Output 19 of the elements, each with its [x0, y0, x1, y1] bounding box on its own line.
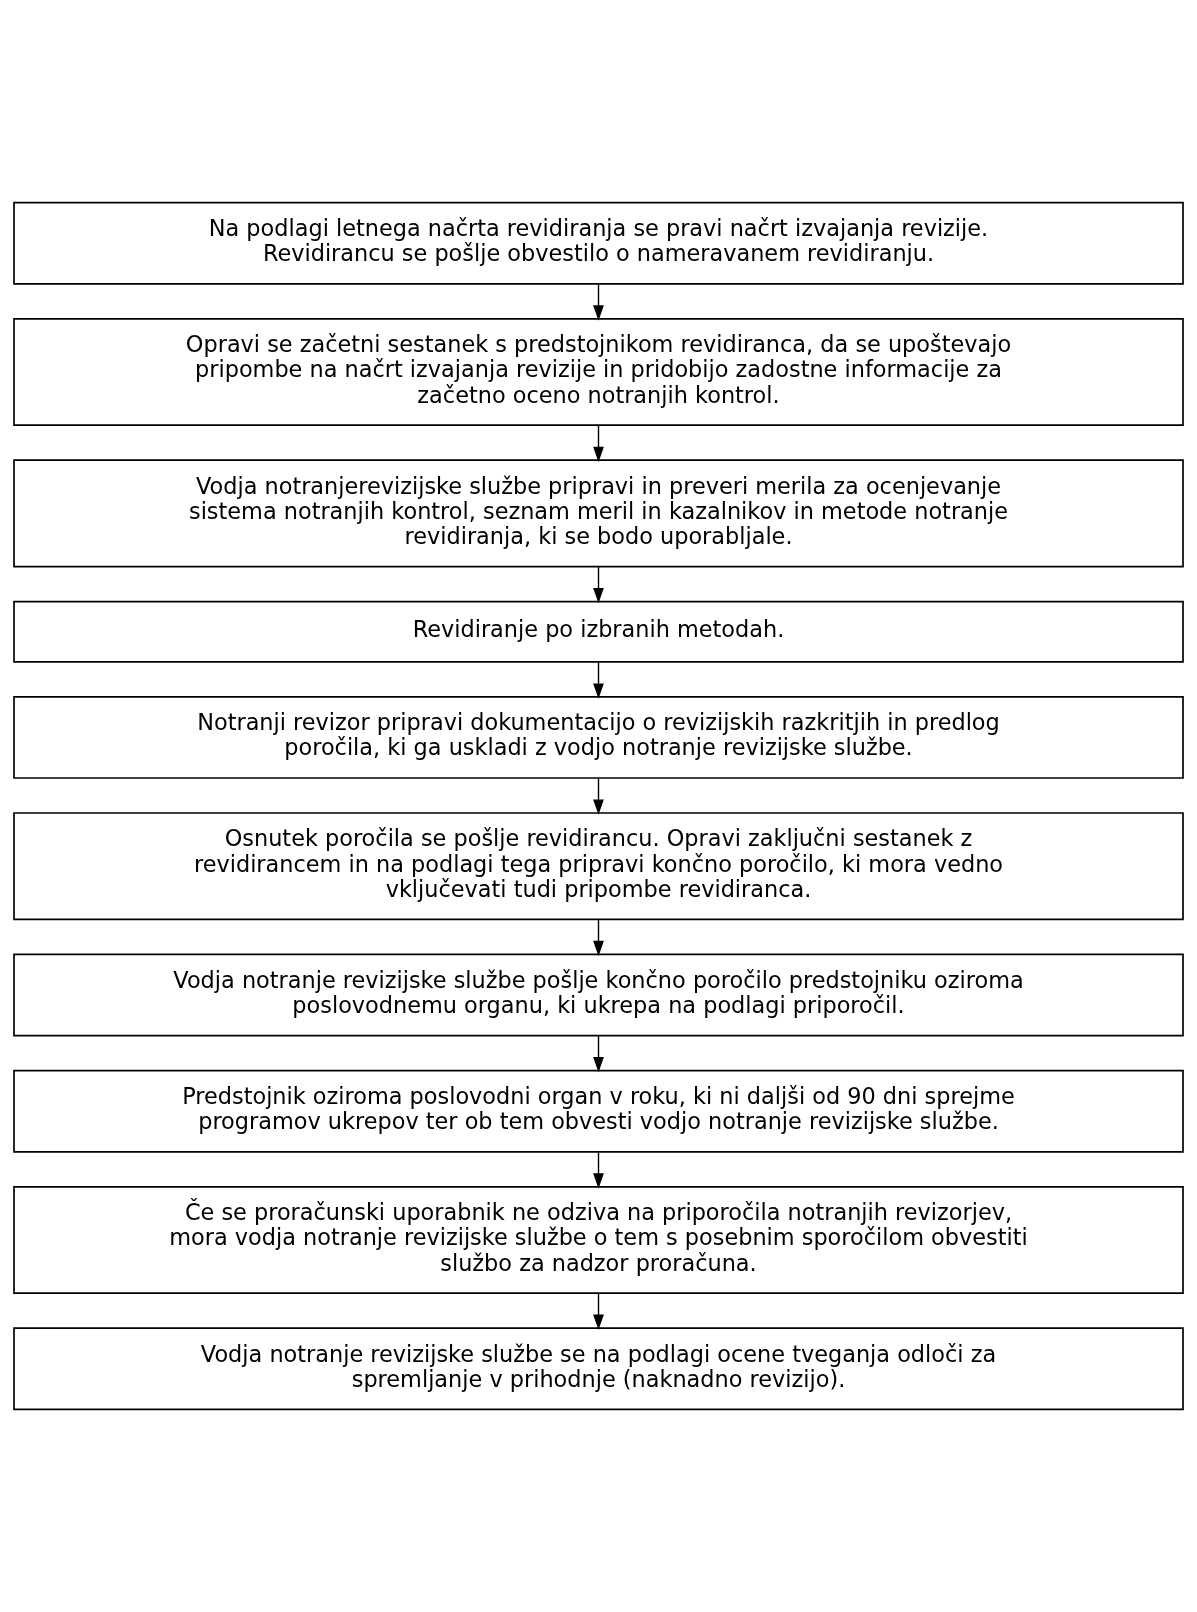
arrow: [593, 777, 604, 815]
node-box: Če se proračunski uporabnik ne odziva na priporočila notranjih revizorjev, mora vodja notranje revizijske službe o tem s posebnim sporočilom obvestiti službo za nadzor proračuna.: [13, 1185, 1184, 1295]
node-box: Revidiranje po izbranih metodah.: [13, 600, 1184, 663]
arrow: [593, 1292, 604, 1330]
node-box: Predstojnik oziroma poslovodni organ v roku, ki ni daljši od 90 dni sprejme programov ukrepov ter ob tem obvesti vodjo notranje revizijske službe.: [13, 1069, 1184, 1153]
node-box: Na podlagi letnega načrta revidiranja se pravi načrt izvajanja revizije. Revidirancu se pošlje obvestilo o nameravanem revidiranju.: [13, 201, 1184, 285]
arrow: [593, 661, 604, 699]
arrow: [593, 424, 604, 463]
node-box: Opravi se začetni sestanek s predstojnikom revidiranca, da se upoštevajo pripombe na načrt izvajanja revizije in pridobijo zadostne informacije za začetno oceno notranjih kontrol.: [13, 317, 1184, 427]
node-box: Vodja notranje revizijske službe pošlje končno poročilo predstojniku oziroma poslovodnemu organu, ki ukrepa na podlagi priporočil.: [13, 953, 1184, 1037]
node-box: Vodja notranje revizijske službe se na podlagi ocene tveganja odloči za spremljanje v prihodnje (naknadno revizijo).: [13, 1327, 1184, 1411]
arrow: [593, 918, 604, 957]
node-box: Notranji revizor pripravi dokumentacijo o revizijskih razkritjih in predlog poročila, ki ga uskladi z vodjo notranje revizijske službe.: [13, 695, 1184, 779]
arrow: [593, 1151, 604, 1189]
arrow: [593, 566, 604, 604]
node-box: Vodja notranjerevizijske službe pripravi in preveri merila za ocenjevanje sistema notranjih kontrol, seznam meril in kazalnikov in metode notranje revidiranja, ki se bodo uporabljale.: [13, 459, 1184, 568]
arrow: [593, 283, 604, 321]
node-box: Osnutek poročila se pošlje revidirancu. Opravi zaključni sestanek z revidirancem in na podlagi tega pripravi končno poročilo, ki mora vedno vključevati tudi pripombe revidiranca.: [13, 812, 1184, 921]
arrow: [593, 1035, 604, 1073]
